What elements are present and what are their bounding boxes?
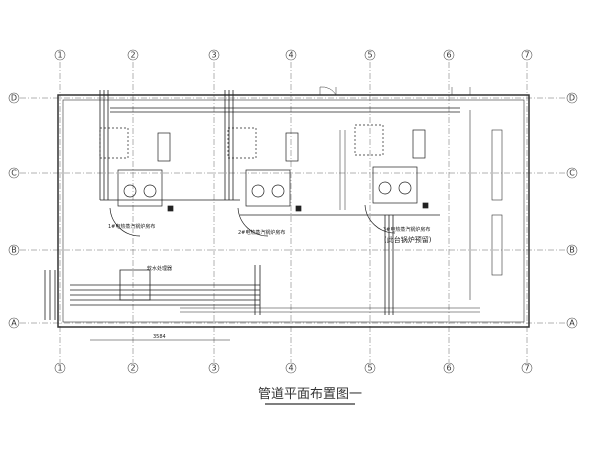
boiler-drum (143, 184, 157, 198)
axis-bubble (8, 317, 20, 329)
boiler-zone (227, 127, 257, 159)
boiler3-label: 3#电热蒸汽锅炉房布 (383, 226, 430, 233)
drawing-title: 管道平面布置图一 (258, 387, 362, 402)
boiler (245, 169, 291, 207)
axis-bubble (566, 92, 578, 104)
boiler-drum (378, 181, 392, 195)
boiler (117, 169, 163, 207)
axis-label-row: B (11, 246, 17, 255)
axis-bubble (54, 49, 66, 61)
axis-bubble (285, 49, 297, 61)
swing-arc (109, 207, 141, 237)
boiler-drum (123, 184, 137, 198)
axis-bubble (285, 362, 297, 374)
swing-arc (364, 204, 396, 234)
boiler-drum (398, 181, 412, 195)
boiler-drum (271, 184, 285, 198)
axis-bubble (566, 167, 578, 179)
boiler-drum (251, 184, 265, 198)
axis-label-row: D (569, 94, 575, 103)
axis-bubble (208, 362, 220, 374)
axis-label-col: 7 (524, 364, 529, 373)
axis-label-col: 6 (446, 51, 451, 60)
axis-grid (20, 62, 566, 362)
control-cabinet (157, 132, 171, 162)
axis-bubble (127, 49, 139, 61)
axis-label-col: 1 (57, 51, 62, 60)
axis-label-row: A (569, 319, 575, 328)
valve-block (422, 202, 429, 209)
control-cabinet (412, 129, 426, 159)
axis-label-row: C (569, 169, 575, 178)
boiler2-label: 2#电热蒸汽锅炉房布 (238, 229, 285, 236)
axis-bubble (521, 49, 533, 61)
boiler3-note: (此台锅炉预留) (384, 235, 432, 244)
axis-bubble (208, 49, 220, 61)
axis-bubble (566, 317, 578, 329)
axis-label-col: 5 (367, 51, 372, 60)
boiler (372, 166, 418, 204)
boilers (99, 124, 429, 237)
axis-label-col: 2 (130, 364, 135, 373)
axis-label-col: 5 (367, 364, 372, 373)
boiler1-label: 1#电热蒸汽锅炉房布 (108, 223, 155, 230)
axis-label-col: 6 (446, 364, 451, 373)
axis-label-col: 2 (130, 51, 135, 60)
axis-label-row: B (569, 246, 575, 255)
axis-label-col: 3 (211, 364, 216, 373)
axis-bubble (521, 362, 533, 374)
axis-label-row: A (11, 319, 17, 328)
axis-bubble (127, 362, 139, 374)
axis-label-col: 3 (211, 51, 216, 60)
valve-block (295, 205, 302, 212)
control-cabinet (285, 132, 299, 162)
swing-arc (237, 207, 269, 237)
axis-label-row: D (11, 94, 17, 103)
pipes (44, 90, 480, 341)
axis-bubble (364, 49, 376, 61)
axis-bubble (364, 362, 376, 374)
axis-bubble (8, 167, 20, 179)
valve-block (167, 205, 174, 212)
axis-bubble (443, 49, 455, 61)
dimension-label: 3584 (153, 334, 166, 340)
water-unit-label: 软水处理器 (147, 265, 172, 272)
axis-label-col: 4 (288, 51, 293, 60)
axis-bubble (8, 244, 20, 256)
axis-bubble (566, 244, 578, 256)
axis-label-col: 4 (288, 364, 293, 373)
axis-bubble (54, 362, 66, 374)
axis-bubble (443, 362, 455, 374)
building-walls (57, 86, 530, 328)
axis-bubble (8, 92, 20, 104)
axis-label-row: C (11, 169, 17, 178)
boiler-zone (354, 124, 384, 156)
axis-label-col: 7 (524, 51, 529, 60)
axis-label-col: 1 (57, 364, 62, 373)
